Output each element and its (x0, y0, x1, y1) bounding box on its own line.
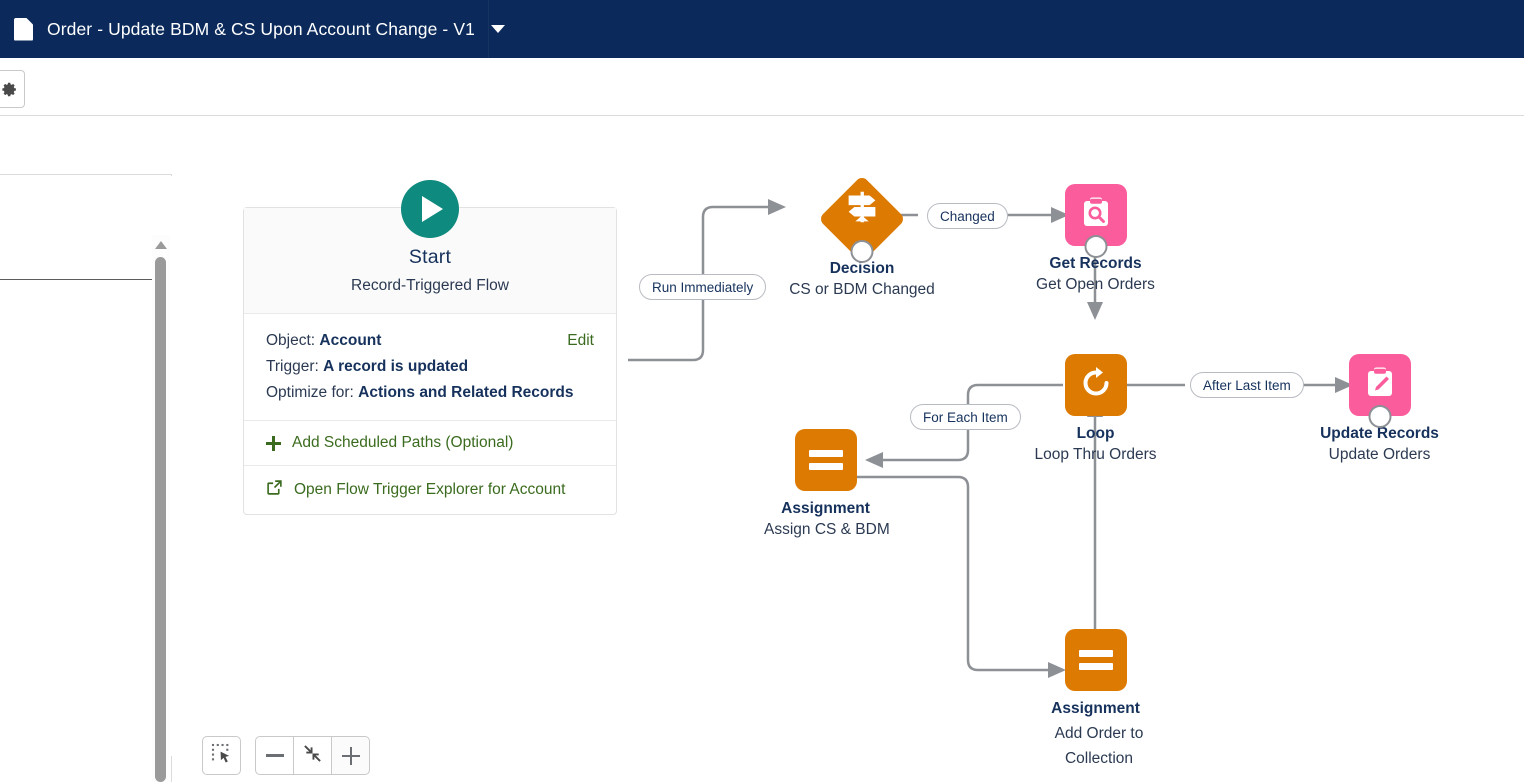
loop-sublabel: Loop Thru Orders (1034, 446, 1157, 463)
equals-icon (1078, 649, 1113, 671)
loop-refresh-icon (1078, 365, 1114, 406)
start-subtitle: Record-Triggered Flow (351, 277, 509, 294)
update-records-connector-handle[interactable] (1368, 405, 1391, 428)
update-records-shape (1348, 354, 1411, 428)
app-header: Order - Update BDM & CS Upon Account Cha… (0, 0, 1524, 58)
decision-label: Decision (829, 260, 895, 277)
get-records-shape (1064, 184, 1127, 258)
flow-title-bar[interactable]: Order - Update BDM & CS Upon Account Cha… (0, 0, 505, 58)
gear-icon (1, 81, 18, 98)
fit-to-view-icon (303, 744, 322, 768)
start-detail-row-optimize: Optimize for: Actions and Related Record… (266, 380, 594, 406)
clipboard-search-icon (1078, 195, 1114, 236)
external-link-icon (266, 479, 283, 501)
changed-text: Changed (940, 208, 995, 224)
connector-label-changed[interactable]: Changed (927, 203, 1008, 229)
start-node-card[interactable]: Start Record-Triggered Flow Object: Acco… (243, 180, 617, 515)
for-each-item-text: For Each Item (923, 409, 1008, 425)
scrollbar-thumb[interactable] (155, 257, 166, 782)
loop-shape (1064, 354, 1127, 416)
trigger-value: A record is updated (323, 358, 469, 375)
sidebar-divider (0, 279, 152, 280)
node-get-records[interactable]: Get Records Get Open Orders (1034, 184, 1157, 294)
open-flow-trigger-explorer-label: Open Flow Trigger Explorer for Account (294, 481, 566, 498)
node-assignment-1[interactable]: Assignment Assign CS & BDM (764, 429, 890, 539)
flow-canvas[interactable]: Start Record-Triggered Flow Object: Acco… (173, 117, 1524, 782)
zoom-in-button[interactable] (331, 736, 370, 775)
decision-connector-handle[interactable] (850, 240, 874, 263)
connector-label-for-each-item[interactable]: For Each Item (910, 404, 1021, 430)
update-records-sublabel: Update Orders (1328, 446, 1431, 463)
assignment-1-sublabel: Assign CS & BDM (764, 521, 890, 538)
get-records-label: Get Records (1049, 255, 1142, 272)
optimize-label: Optimize for: (266, 384, 354, 401)
marquee-select-icon (211, 743, 232, 769)
run-immediately-text: Run Immediately (652, 279, 754, 295)
plus-icon (266, 435, 281, 451)
play-icon (401, 180, 459, 238)
zoom-button-group (255, 736, 370, 775)
assignment-2-sublabel: Add Order to Collection (1054, 725, 1144, 767)
object-label: Object: (266, 332, 316, 349)
object-value: Account (319, 332, 382, 349)
marquee-select-button[interactable] (202, 736, 241, 775)
page-title: Order - Update BDM & CS Upon Account Cha… (47, 18, 475, 39)
node-loop[interactable]: Loop Loop Thru Orders (1034, 354, 1157, 464)
zoom-fit-button[interactable] (293, 736, 332, 775)
connector-label-run-immediately[interactable]: Run Immediately (639, 274, 767, 300)
equals-icon (808, 449, 843, 471)
loop-label: Loop (1076, 425, 1115, 442)
sidebar-scrollbar[interactable] (152, 235, 170, 782)
signpost-icon (841, 186, 883, 228)
start-node-details: Object: Account Edit Trigger: A record i… (244, 314, 616, 421)
settings-button[interactable] (0, 70, 25, 108)
scroll-up-arrow-icon[interactable] (155, 241, 167, 249)
start-title: Start (408, 246, 452, 268)
add-scheduled-paths-label: Add Scheduled Paths (Optional) (292, 434, 514, 451)
get-records-sublabel: Get Open Orders (1036, 276, 1155, 293)
update-records-label: Update Records (1320, 425, 1439, 442)
left-sidebar: AppExchange (0, 117, 172, 782)
flow-toolbar: Free-Form Run Debug View Tests Save As N… (0, 58, 1524, 165)
document-icon (14, 17, 33, 41)
start-detail-row-object: Object: Account Edit (266, 328, 594, 354)
start-detail-row-trigger: Trigger: A record is updated (266, 354, 594, 380)
assignment-1-label: Assignment (781, 500, 870, 517)
get-records-connector-handle[interactable] (1084, 235, 1107, 258)
open-flow-trigger-explorer-link[interactable]: Open Flow Trigger Explorer for Account (244, 466, 616, 514)
after-last-item-text: After Last Item (1203, 377, 1291, 393)
plus-icon (341, 746, 360, 765)
canvas-zoom-controls (202, 736, 370, 775)
assignment-1-shape (794, 429, 857, 491)
assignment-2-label: Assignment (1051, 700, 1140, 717)
chevron-down-icon[interactable] (490, 25, 505, 33)
assignment-2-shape (1064, 629, 1127, 691)
connector-label-after-last-item[interactable]: After Last Item (1190, 372, 1304, 398)
sidebar-content-section (0, 176, 172, 782)
trigger-label: Trigger: (266, 358, 319, 375)
minus-icon (265, 754, 284, 757)
sidebar-header-section (0, 117, 172, 175)
edit-link[interactable]: Edit (567, 332, 594, 349)
clipboard-pencil-icon (1362, 365, 1398, 406)
node-update-records[interactable]: Update Records Update Orders (1318, 354, 1441, 464)
node-decision[interactable]: Decision CS or BDM Changed (777, 163, 947, 299)
node-assignment-2[interactable]: Assignment Add Order to Collection (1034, 629, 1157, 771)
zoom-out-button[interactable] (255, 736, 294, 775)
add-scheduled-paths-link[interactable]: Add Scheduled Paths (Optional) (244, 421, 616, 466)
optimize-value: Actions and Related Records (358, 384, 574, 401)
decision-sublabel: CS or BDM Changed (789, 281, 935, 298)
